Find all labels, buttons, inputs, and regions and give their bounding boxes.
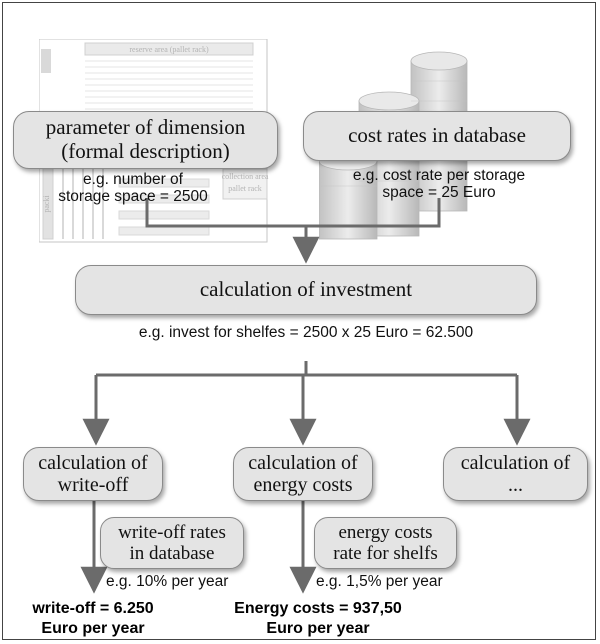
investment-box-label: calculation of investment xyxy=(199,277,413,302)
energy-result-line-2: Euro per year xyxy=(266,620,370,637)
energy-rates-line-2: rate for shelfs xyxy=(333,543,438,564)
right-merge-line xyxy=(306,198,441,228)
other-calc-line-2: ... xyxy=(508,474,523,496)
energy-result: Energy costs = 937,50 Euro per year xyxy=(234,599,402,639)
other-calculation-box: calculation of ... xyxy=(443,447,588,501)
left-merge-line xyxy=(145,198,306,228)
energy-result-line-1: Energy costs = 937,50 xyxy=(234,600,402,617)
parameter-box-line-2: (formal description) xyxy=(61,139,230,163)
energy-rates-line-1: energy costs xyxy=(338,521,433,543)
writeoff-result-line-2: Euro per year xyxy=(41,620,145,637)
writeoff-calc-line-1: calculation of xyxy=(38,451,148,474)
investment-box: calculation of investment xyxy=(75,265,537,315)
connector-arrows xyxy=(80,198,531,594)
writeoff-result-line-1: write-off = 6.250 xyxy=(32,600,154,617)
energy-rates-note: e.g. 1,5% per year xyxy=(316,573,443,590)
pallet-rack-label: pallet rack xyxy=(228,184,262,193)
parameter-of-dimension-box: parameter of dimension (formal descripti… xyxy=(13,111,278,169)
parameter-note-line-2: storage space = 2500 xyxy=(58,188,208,206)
other-calc-line-1: calculation of xyxy=(460,451,571,474)
parameter-note: e.g. number of storage space = 2500 xyxy=(58,171,208,205)
investment-note: e.g. invest for shelfes = 2500 x 25 Euro… xyxy=(138,324,474,341)
writeoff-rates-note: e.g. 10% per year xyxy=(106,573,229,590)
packing-label: packi xyxy=(42,195,51,213)
cost-rates-box: cost rates in database xyxy=(303,111,571,161)
cost-rates-note: e.g. cost rate per storage space = 25 Eu… xyxy=(353,167,525,201)
writeoff-calculation-box: calculation of write-off xyxy=(23,447,163,501)
warehouse-floorplan-image: reserve area (pallet rack) packi collect… xyxy=(39,39,269,243)
parameter-box-line-1: parameter of dimension xyxy=(45,115,246,140)
energy-calc-line-1: calculation of xyxy=(248,451,358,474)
energy-rates-box: energy costs rate for shelfs xyxy=(314,517,457,569)
parameter-note-line-1: e.g. number of xyxy=(83,171,183,188)
cost-rates-box-label: cost rates in database xyxy=(348,123,526,148)
cost-rates-note-line-1: e.g. cost rate per storage xyxy=(352,167,526,184)
writeoff-rates-box: write-off rates in database xyxy=(100,517,244,569)
writeoff-rates-line-2: in database xyxy=(129,543,215,564)
writeoff-rates-line-1: write-off rates xyxy=(118,521,226,543)
energy-calc-line-2: energy costs xyxy=(253,474,353,496)
collection-area-label: collection area xyxy=(222,172,269,181)
reserve-area-label: reserve area (pallet rack) xyxy=(129,45,209,54)
writeoff-result: write-off = 6.250 Euro per year xyxy=(32,599,153,639)
writeoff-calc-line-2: write-off xyxy=(57,474,129,496)
energy-calculation-box: calculation of energy costs xyxy=(233,447,373,501)
cost-rates-note-line-2: space = 25 Euro xyxy=(382,184,496,202)
